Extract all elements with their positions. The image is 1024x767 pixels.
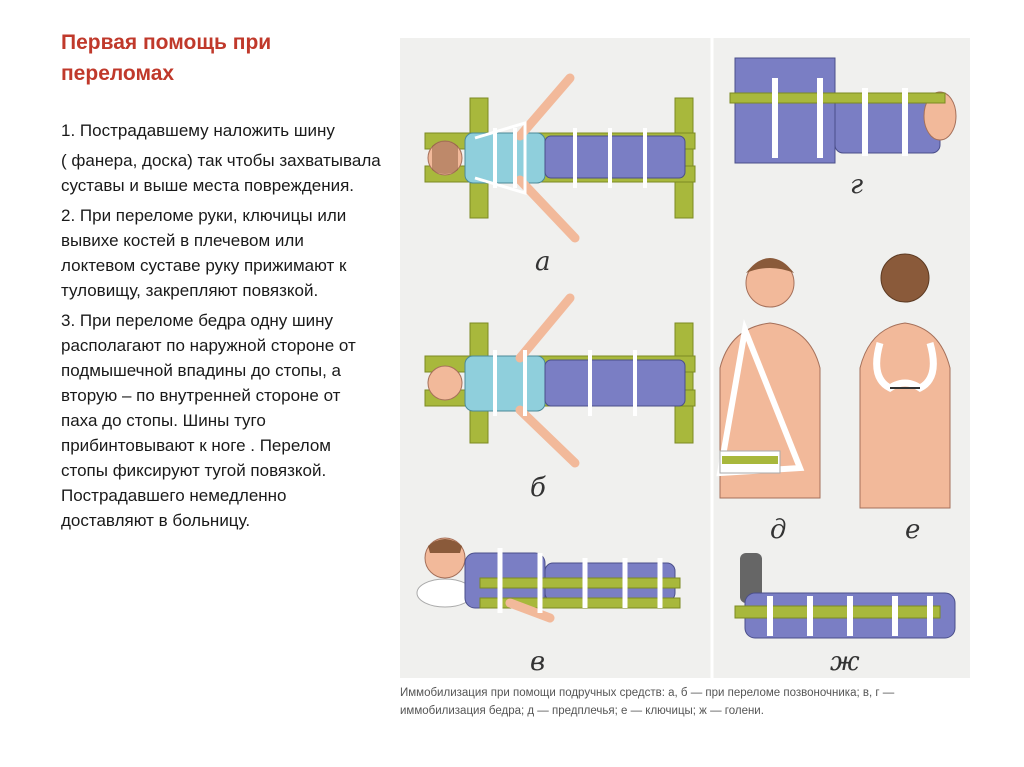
panel-g-figure <box>729 57 957 164</box>
panel-label-b: б <box>530 473 546 503</box>
paragraph-3: 2. При переломе руки, ключицы или вывихе… <box>61 206 347 300</box>
paragraph-2: ( фанера, доска) так чтобы захватывала с… <box>61 151 381 195</box>
paragraph-4: 3. При переломе бедра одну шину располаг… <box>61 311 356 530</box>
panel-label-c: в <box>530 647 545 677</box>
panel-label-zh: ж <box>830 647 860 677</box>
caption-line-2: иммобилизация бедра; д — предплечья; е —… <box>400 705 764 717</box>
panel-label-d: д <box>770 515 786 545</box>
illustration-svg: а б <box>416 38 957 678</box>
panel-c-figure <box>416 537 681 623</box>
panel-e-figure <box>859 253 951 509</box>
panel-label-a: а <box>535 247 551 277</box>
panel-d-figure <box>716 258 821 499</box>
slide-body: 1. Пострадавшему наложить шину ( фанера,… <box>61 118 381 538</box>
panel-a-figure <box>424 73 696 243</box>
slide-title: Первая помощь при переломах <box>61 31 272 85</box>
panel-label-e: е <box>905 515 920 545</box>
panel-zh-figure <box>734 553 956 639</box>
caption-line-1: Иммобилизация при помощи подручных средс… <box>400 687 895 699</box>
figure-caption: Иммобилизация при помощи подручных средс… <box>400 684 970 720</box>
panel-label-g: г <box>850 170 863 200</box>
first-aid-illustration: а б <box>400 38 970 678</box>
panel-b-figure <box>424 293 696 468</box>
paragraph-1: 1. Пострадавшему наложить шину <box>61 121 335 140</box>
